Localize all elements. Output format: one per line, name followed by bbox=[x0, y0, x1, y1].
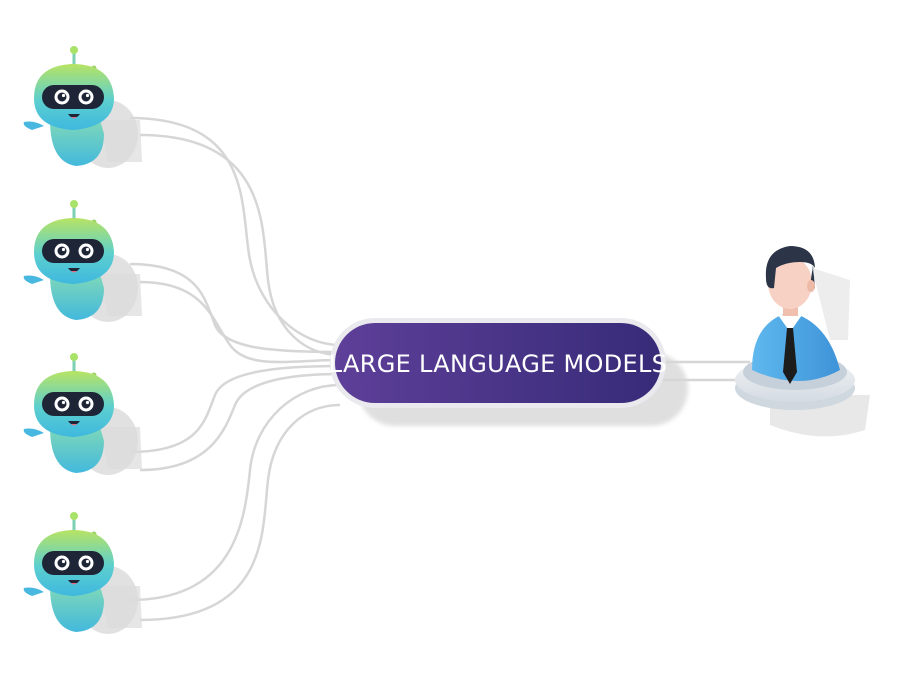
connector-bot-1-b bbox=[139, 133, 341, 357]
connector-bot-2-a bbox=[129, 262, 341, 354]
robot-icon bbox=[22, 510, 144, 636]
connector-bot-3-b bbox=[139, 372, 341, 472]
connector-bot-3-a bbox=[129, 364, 341, 454]
robot-icon bbox=[22, 198, 144, 324]
connector-bot-4-a bbox=[129, 383, 341, 602]
bot-2 bbox=[22, 198, 144, 324]
connector-lines bbox=[129, 116, 750, 622]
bot-4 bbox=[22, 510, 144, 636]
connector-bot-1-a bbox=[129, 116, 341, 347]
connector-bot-4-b bbox=[139, 403, 341, 622]
user-avatar-icon bbox=[735, 246, 870, 437]
hub-node: LARGE LANGUAGE MODELS bbox=[329, 318, 688, 426]
robot-icon bbox=[22, 44, 144, 170]
hub-label: LARGE LANGUAGE MODELS bbox=[329, 350, 667, 378]
bot-1 bbox=[22, 44, 144, 170]
hub-pill bbox=[335, 323, 661, 403]
bot-3 bbox=[22, 351, 144, 477]
robot-icon bbox=[22, 351, 144, 477]
connector-bot-2-b bbox=[139, 280, 341, 364]
